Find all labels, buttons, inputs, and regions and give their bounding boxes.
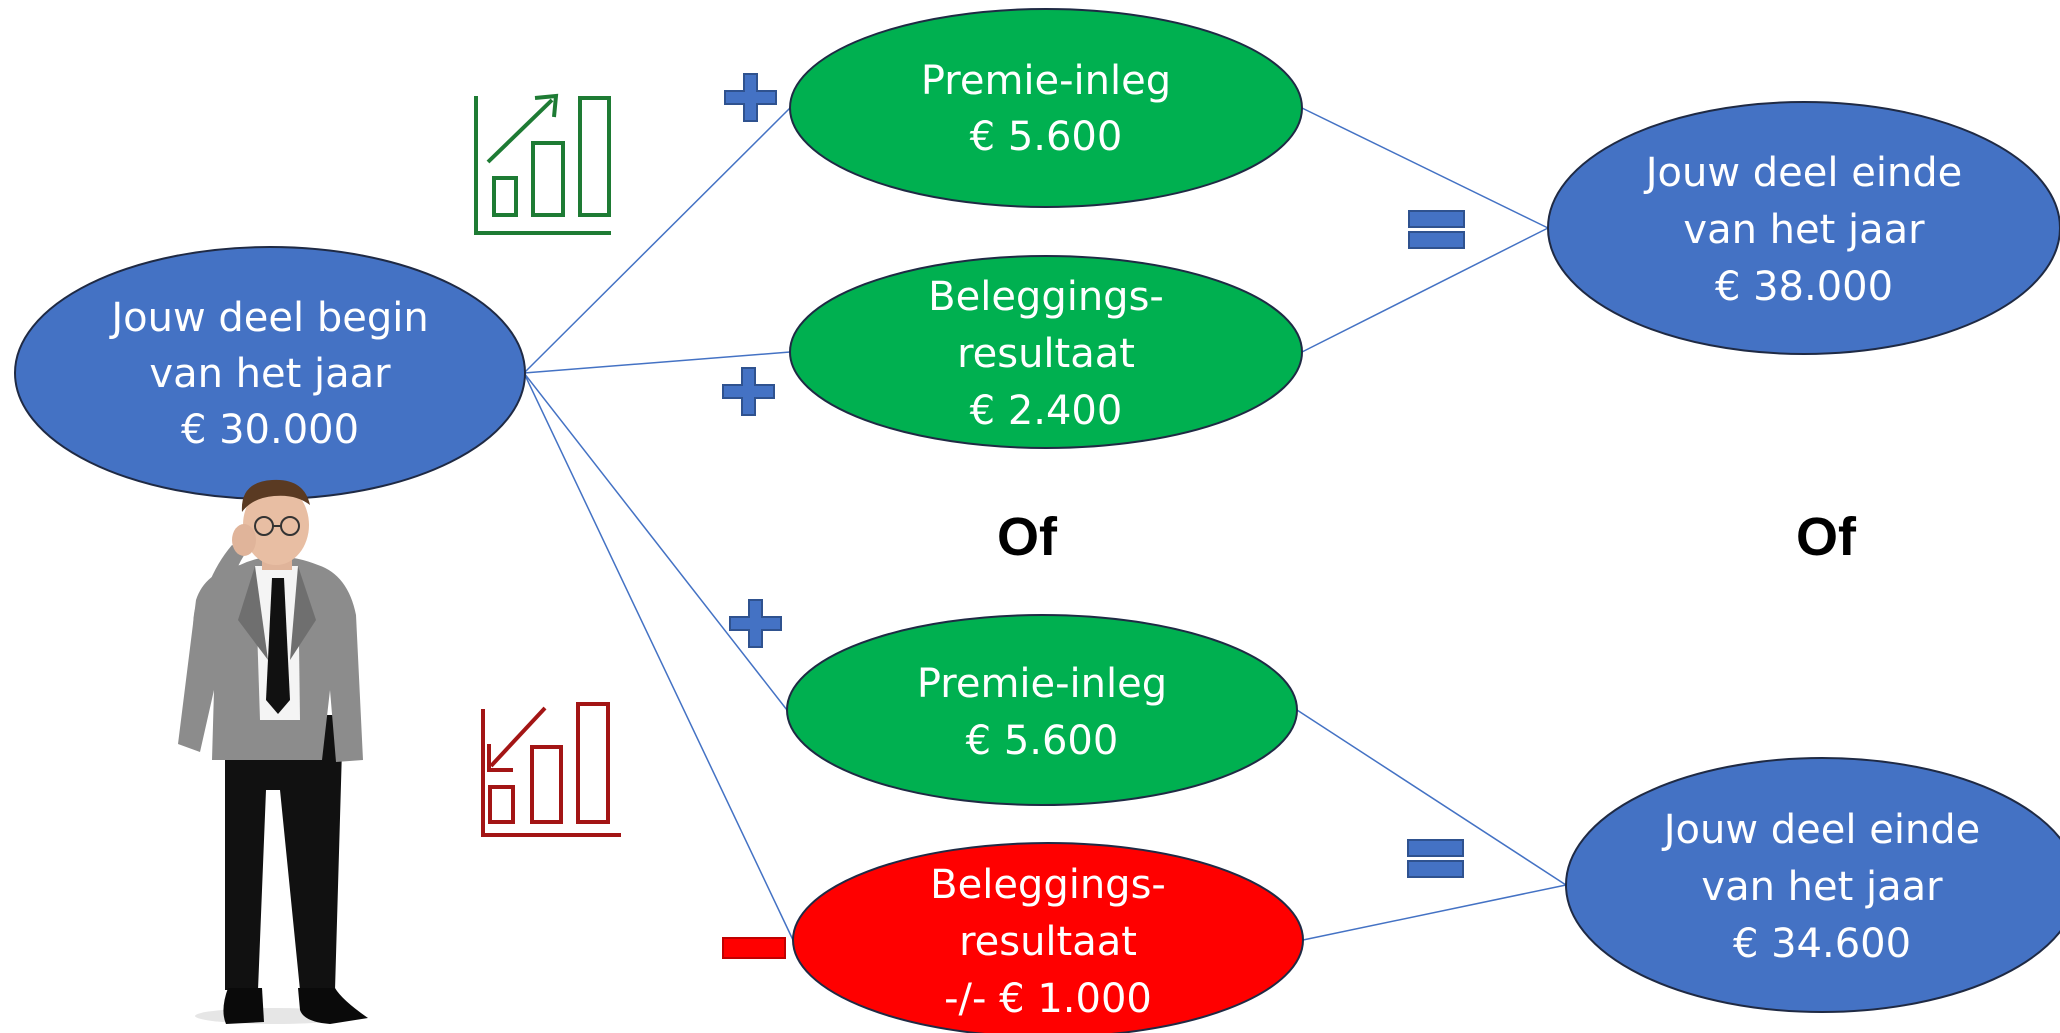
result-node-down-shape [792,842,1304,1033]
end-node-up-shape [1547,101,2060,355]
result-node-up: Beleggings- resultaat € 2.400 [789,255,1303,449]
or-label-middle: Of [997,507,1058,567]
end-node-down-line2: van het jaar [1701,864,1943,910]
connector-start-premium-up [523,107,791,374]
connector-result-down-end [1302,884,1567,941]
premium-node-down-line1: Premie-inleg [917,661,1167,707]
result-node-up-line1: Beleggings- [928,274,1164,320]
result-node-up-line2: resultaat [957,331,1135,377]
end-node-up-line1: Jouw deel einde [1643,150,1963,196]
premium-node-down-line2: € 5.600 [966,718,1119,764]
connector-result-up-end [1301,227,1549,353]
end-node-up-line3: € 38.000 [1715,264,1893,310]
result-node-down-line2: resultaat [959,919,1137,965]
chart-up-icon [474,93,611,235]
connector-premium-up-end [1301,107,1549,229]
end-node-down-line1: Jouw deel einde [1661,807,1981,853]
result-node-down-line3: -/- € 1.000 [944,976,1152,1022]
end-node-down-shape [1565,757,2060,1013]
plus-icon [724,73,777,122]
connector-start-result-up [523,351,791,374]
connector-start-result-down [523,372,794,941]
premium-node-down: Premie-inleg € 5.600 [786,614,1298,806]
end-node-up: Jouw deel einde van het jaar € 38.000 [1547,101,2060,355]
premium-node-up-line1: Premie-inleg [921,58,1171,104]
equals-icon [1408,210,1465,249]
start-node-line1: Jouw deel begin [108,295,428,341]
premium-node-up: Premie-inleg € 5.600 [789,8,1303,208]
start-node: Jouw deel begin van het jaar € 30.000 [14,246,526,500]
plus-icon [729,599,782,648]
minus-icon [722,937,786,959]
thinking-businessman [178,479,368,1024]
connector-start-premium-down [523,372,788,711]
start-node-line3: € 30.000 [181,407,359,453]
plus-icon [722,367,775,416]
result-node-down: Beleggings- resultaat -/- € 1.000 [792,842,1304,1033]
end-node-down: Jouw deel einde van het jaar € 34.600 [1565,757,2060,1013]
connector-premium-down-end [1296,709,1567,886]
premium-node-up-line2: € 5.600 [970,114,1123,160]
result-node-down-line1: Beleggings- [930,862,1166,908]
end-node-down-line3: € 34.600 [1733,921,1911,967]
equals-icon [1407,839,1464,878]
chart-down-icon [481,702,621,837]
end-node-up-line2: van het jaar [1683,207,1925,253]
result-node-up-shape [789,255,1303,449]
premium-node-down-shape [786,614,1298,806]
start-node-line2: van het jaar [149,351,391,397]
premium-node-up-shape [789,8,1303,208]
connectors [523,107,1567,941]
result-node-up-line3: € 2.400 [970,388,1123,434]
or-label-right: Of [1796,507,1857,567]
